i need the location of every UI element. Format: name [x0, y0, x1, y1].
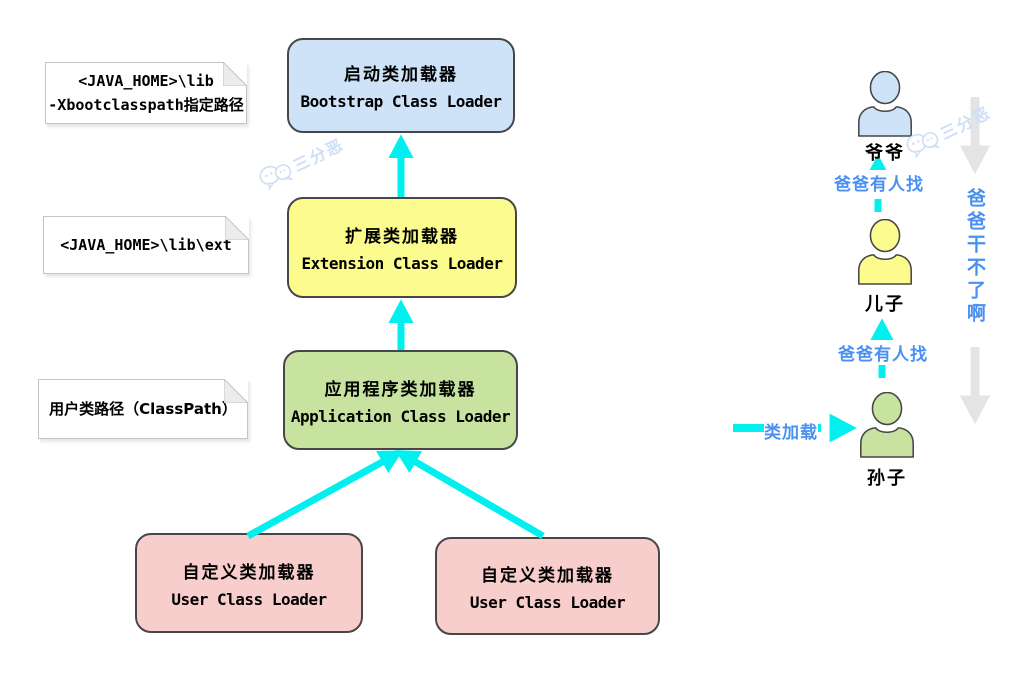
box-title-en: User Class Loader — [469, 592, 626, 612]
note-line: -Xbootclasspath指定路径 — [48, 96, 244, 114]
extension-class-loader-box: 扩展类加载器 Extension Class Loader — [287, 197, 517, 298]
cant-do-vertical-text: 爸爸干不了啊 — [964, 188, 986, 326]
user-class-loader-box-left: 自定义类加载器 User Class Loader — [135, 533, 363, 633]
box-title-en: Extension Class Loader — [301, 254, 503, 273]
folded-corner-icon — [225, 216, 249, 240]
grandfather-person-icon — [858, 71, 912, 137]
son-label: 儿子 — [865, 294, 905, 315]
watermark-text: 三分恶 — [937, 102, 995, 144]
wechat-icon — [259, 164, 294, 191]
folded-corner-icon — [223, 62, 247, 86]
bootstrap-class-loader-box: 启动类加载器 Bootstrap Class Loader — [287, 38, 515, 133]
box-title-zh: 自定义类加载器 — [481, 565, 614, 586]
box-title-en: User Class Loader — [171, 589, 327, 609]
watermark: 三分恶 — [255, 131, 347, 192]
note-line: 用户类路径（ClassPath） — [49, 400, 237, 418]
box-title-zh: 启动类加载器 — [344, 65, 458, 85]
box-title-zh: 自定义类加载器 — [182, 562, 316, 583]
delegate-text-bottom: 爸爸有人找 — [838, 340, 928, 365]
box-title-en: Application Class Loader — [290, 406, 511, 426]
grandson-label: 孙子 — [867, 468, 907, 489]
box-title-zh: 扩展类加载器 — [345, 227, 459, 247]
class-load-label: 类加载 — [764, 418, 818, 443]
box-title-en: Bootstrap Class Loader — [300, 92, 502, 111]
note-line: <JAVA_HOME>\lib\ext — [60, 236, 232, 254]
application-class-loader-box: 应用程序类加载器 Application Class Loader — [283, 350, 518, 450]
note-line: <JAVA_HOME>\lib — [78, 72, 214, 90]
delegate-text-top: 爸爸有人找 — [834, 170, 924, 195]
box-title-zh: 应用程序类加载器 — [324, 379, 477, 400]
grandson-person-icon — [860, 392, 914, 458]
son-person-icon — [858, 219, 912, 285]
watermark-text: 三分恶 — [290, 134, 348, 176]
watermark: 三分恶 — [902, 99, 994, 160]
user-class-loader-box-right: 自定义类加载器 User Class Loader — [435, 537, 660, 635]
note-extension-path: <JAVA_HOME>\lib\ext — [43, 216, 249, 274]
note-classpath: 用户类路径（ClassPath） — [38, 379, 248, 439]
arrow-userleft-to-application — [246, 450, 404, 540]
folded-corner-icon — [224, 379, 248, 403]
arrow-userright-to-application — [395, 450, 545, 540]
note-bootstrap-path: <JAVA_HOME>\lib -Xbootclasspath指定路径 — [45, 62, 247, 124]
wechat-icon — [906, 132, 941, 159]
grandfather-label: 爷爷 — [865, 143, 905, 164]
